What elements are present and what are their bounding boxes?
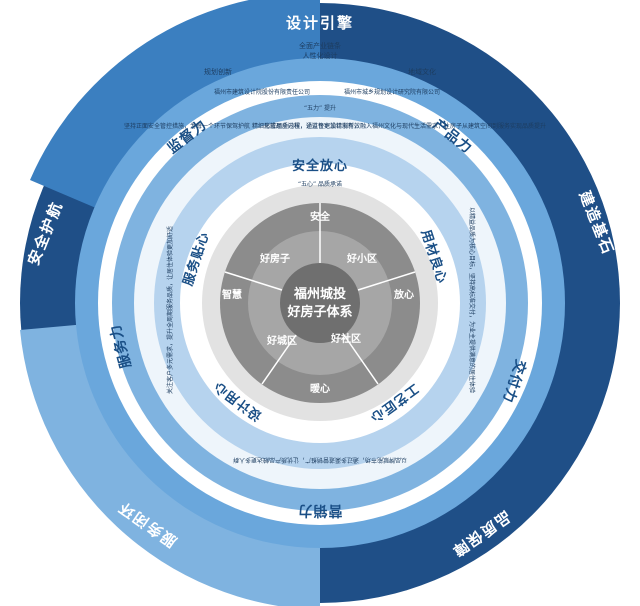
- delivery-note: 以精益品质为核心目标，坚持高标准交付，为业主提供满意的居住体验: [468, 207, 476, 393]
- design-company-left: 福州市建筑设计院股份有限责任公司: [214, 88, 310, 96]
- hub-word-3: 智慧: [222, 288, 242, 301]
- hub-spokes: [224, 203, 416, 385]
- center-line-1: 福州城投: [293, 286, 346, 302]
- hub-slice-good-community: 好小区: [346, 252, 377, 265]
- hub-center: [280, 263, 360, 343]
- center-line-2: 好房子体系: [286, 304, 352, 320]
- hub-slice-safe: 安全: [310, 210, 331, 223]
- culture-tag: 地域文化: [408, 67, 436, 76]
- product-note: 形成品质内核，通过住宅设计创新，融入福州文化与现代生活需求，让房子从建筑空间到服…: [264, 122, 546, 130]
- design-tag: 规划创新: [204, 67, 232, 76]
- hub-slice-good-neighborhood: 好社区: [330, 332, 361, 345]
- hub-word-1: 放心: [393, 288, 414, 301]
- marketing-note: 以品牌赋能市场，通过多渠道营销推广，让优质产品触达更多人群: [233, 456, 407, 464]
- design-top-2: 人性化设计: [303, 51, 338, 60]
- design-top-1: 全面产业链条: [299, 41, 341, 50]
- hub-label: “五心” 品质承诺: [298, 180, 342, 188]
- heart-safe: 安全放心: [292, 158, 348, 174]
- outer-design-engine: 设计引擎: [286, 14, 354, 32]
- safety-note: 坚持正面安全管控措施，为每一个环节保驾护航 精细化管理全过程，让监督更加精准有效: [124, 122, 360, 130]
- power-marketing: 营销力: [298, 502, 343, 519]
- design-company-right: 福州市城乡规划设计研究院有限公司: [344, 88, 440, 96]
- powers-label: “五力” 提升: [304, 104, 336, 112]
- hub-slice-good-district: 好城区: [266, 334, 297, 347]
- hub-word-2: 暖心: [310, 382, 330, 395]
- service-note: 关注客户多元需求，提升全周期服务品质，让居住体验更加舒适: [166, 226, 174, 394]
- hub-slice-good-house: 好房子: [259, 252, 290, 265]
